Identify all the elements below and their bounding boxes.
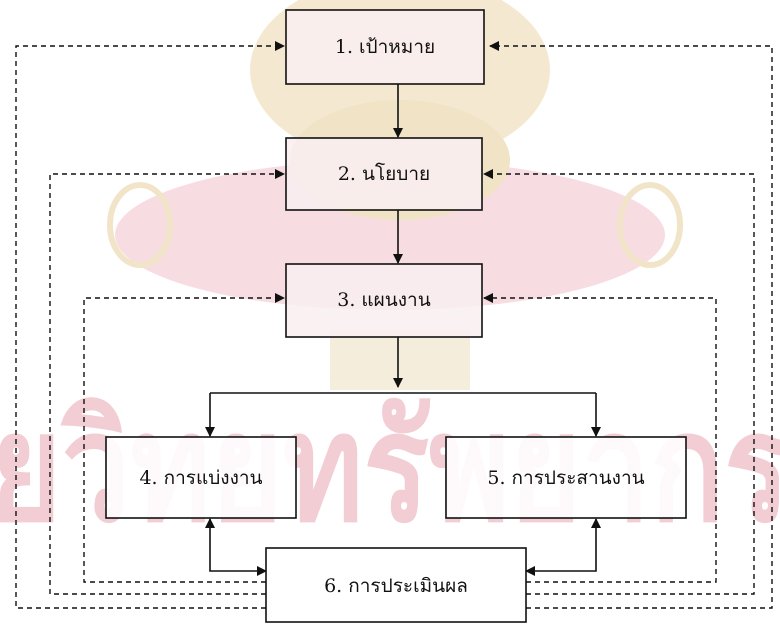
feedback-middle-left: [49, 169, 285, 595]
feedback-outer-right: [489, 41, 773, 609]
node-coordination-label: 5. การประสานงาน: [487, 467, 644, 489]
node-policy: 2. นโยบาย: [285, 137, 483, 211]
node-division: 4. การแบ่งงาน: [105, 436, 297, 519]
node-goal-box: [285, 9, 485, 85]
node-coordination: 5. การประสานงาน: [445, 436, 687, 519]
watermark-emblem-left-ornament: [107, 182, 173, 268]
node-evaluation-box: [265, 547, 527, 623]
feedback-middle-right: [483, 169, 755, 595]
node-policy-box: [285, 137, 483, 211]
node-division-box: [105, 436, 297, 519]
feedback-connectors: [15, 41, 773, 609]
node-plan: 3. แผนงาน: [285, 263, 483, 338]
node-evaluation-label: 6. การประเมินผล: [324, 575, 468, 597]
node-plan-box: [285, 263, 483, 338]
node-goal: 1. เป้าหมาย: [285, 9, 485, 85]
node-coordination-box: [445, 436, 687, 519]
feedback-inner-right: [483, 293, 717, 583]
node-evaluation: 6. การประเมินผล: [265, 547, 527, 623]
main-flow-connectors: [205, 84, 601, 576]
node-policy-label: 2. นโยบาย: [338, 162, 430, 185]
node-division-label: 4. การแบ่งงาน: [139, 467, 262, 489]
arrow-n4-n6-bidirectional: [205, 518, 267, 576]
watermark-emblem-band: [115, 160, 665, 310]
node-goal-label: 1. เป้าหมาย: [335, 36, 435, 58]
feedback-outer-left: [15, 41, 285, 609]
node-plan-label: 3. แผนงาน: [337, 289, 430, 311]
feedback-inner-left: [83, 293, 285, 583]
watermark-emblem-right-ornament: [617, 182, 683, 268]
arrow-n5-n6-bidirectional: [525, 518, 601, 576]
